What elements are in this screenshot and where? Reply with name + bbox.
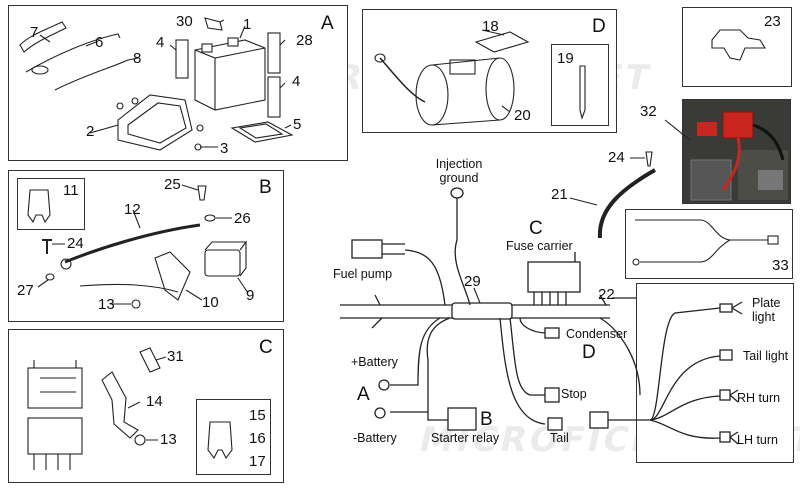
rh-turn-label: RH turn (737, 391, 781, 405)
callout-18: 18 (482, 18, 499, 35)
connector-c-bottom-icon (27, 417, 83, 455)
callout-6: 6 (95, 34, 104, 51)
battery-letter: A (357, 384, 370, 405)
cable-8-icon (54, 59, 129, 91)
stop-label: Stop (561, 387, 587, 401)
callout-16: 16 (249, 430, 266, 447)
callout-27: 27 (17, 282, 34, 299)
tail-light-label: Tail light (743, 349, 789, 363)
callout-1: 1 (243, 16, 252, 33)
fuel-pump-icon (415, 64, 449, 126)
callout-32: 32 (640, 103, 657, 120)
panel-22 (636, 283, 794, 463)
fuse-carrier-letter: C (529, 218, 543, 239)
callout-30: 30 (176, 13, 193, 30)
battery-plus-label: +Battery (351, 355, 398, 369)
battery-photo (682, 99, 791, 204)
battery-minus-label: -Battery (353, 431, 397, 445)
battery-icon (194, 37, 266, 111)
condenser-letter: D (582, 342, 596, 363)
callout-24b: 24 (67, 235, 84, 252)
callout-12: 12 (124, 201, 141, 218)
starter-relay-letter: B (480, 409, 493, 430)
panel-15-17 (196, 399, 271, 475)
callout-2: 2 (86, 123, 95, 140)
lh-turn-label: LH turn (737, 433, 778, 447)
callout-29: 29 (464, 273, 481, 290)
panel-c-title: C (259, 337, 273, 358)
callout-28: 28 (296, 32, 313, 49)
callout-21: 21 (551, 186, 568, 203)
pin-19-icon (579, 65, 586, 120)
screw-25-icon (197, 185, 207, 201)
callout-26: 26 (234, 210, 251, 227)
callout-10: 10 (202, 294, 219, 311)
fuel-pump-label: Fuel pump (333, 267, 393, 281)
pad-icon-4 (267, 76, 281, 118)
callout-8: 8 (133, 50, 142, 67)
clip-23-icon (711, 29, 766, 61)
relay-9-icon (204, 249, 241, 277)
callout-23: 23 (764, 13, 781, 30)
bracket-18-icon (474, 31, 530, 53)
sleeve-31-icon (139, 347, 161, 373)
callout-9: 9 (246, 287, 255, 304)
pad-icon-28 (267, 32, 281, 74)
callout-14: 14 (146, 393, 163, 410)
pad-icon (175, 39, 189, 79)
callout-31: 31 (167, 348, 184, 365)
callout-25: 25 (164, 176, 181, 193)
panel-b-title: B (259, 177, 272, 198)
callout-33: 33 (772, 257, 789, 274)
fuse-15-icon (207, 421, 233, 460)
callout-20: 20 (514, 107, 531, 124)
cable-21-icon (597, 168, 656, 239)
frame-pad-icon (230, 121, 294, 143)
fuse-carrier-label: Fuse carrier (506, 239, 573, 253)
panel-23 (682, 7, 792, 87)
callout-22: 22 (598, 286, 615, 303)
cable-12-icon (64, 223, 201, 264)
callout-7: 7 (30, 24, 39, 41)
starter-relay-label: Starter relay (431, 431, 500, 445)
cable-33-icon (635, 219, 768, 263)
fuse-11-icon (27, 189, 51, 224)
bracket-10-icon (154, 251, 191, 301)
callout-19: 19 (557, 50, 574, 67)
panel-33 (625, 209, 793, 279)
battery-tray-icon (117, 94, 193, 151)
callout-5: 5 (293, 116, 302, 133)
bracket-14-icon (101, 371, 139, 439)
plate-light-label: Plate light (752, 296, 781, 325)
callout-4b: 4 (292, 73, 301, 90)
connector-c-top-icon (27, 367, 83, 409)
callout-17: 17 (249, 453, 266, 470)
condenser-label: Condenser (566, 327, 628, 341)
callout-3: 3 (220, 140, 229, 157)
bolt-icon (204, 17, 223, 31)
callout-13b: 13 (98, 296, 115, 313)
main-harness-icon (340, 187, 743, 445)
callout-15: 15 (249, 407, 266, 424)
callout-13c: 13 (160, 431, 177, 448)
cable-7-icon (19, 21, 67, 53)
panel-d-title: D (592, 16, 606, 37)
callout-4a: 4 (156, 34, 165, 51)
callout-11: 11 (63, 182, 79, 199)
panel-a-title: A (321, 13, 334, 34)
tail-label: Tail (550, 431, 569, 445)
callout-24-free: 24 (608, 149, 625, 166)
injection-ground-label: Injection ground (435, 157, 483, 186)
